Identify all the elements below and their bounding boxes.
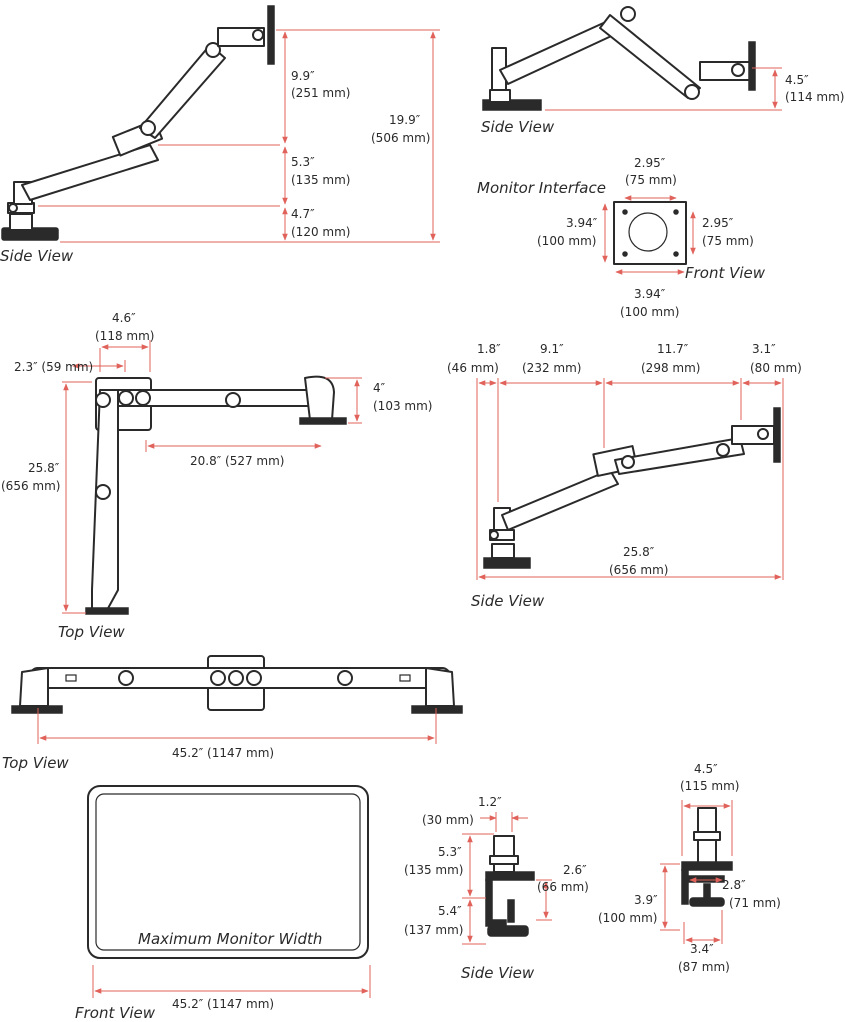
side-view-2: 4.5″ (114 mm) Side View [481, 6, 844, 136]
clamp-front-h-in: 3.9″ [634, 893, 658, 907]
clamp-side-up-mm: (135 mm) [404, 863, 463, 877]
top1-c-in: 4″ [373, 381, 386, 395]
top2-width: 45.2″ (1147 mm) [172, 746, 274, 760]
side-view-1: 9.9″ (251 mm) 5.3″ (135 mm) 4.7″ (120 mm… [0, 5, 440, 265]
vesa-top-mm: (75 mm) [625, 173, 677, 187]
dim-upper-mm: (251 mm) [291, 86, 350, 100]
arm-drawing [11, 655, 463, 714]
clamp-front-w-mm: (115 mm) [680, 779, 739, 793]
clamp-side-grip-in: 2.6″ [563, 863, 587, 877]
arm-drawing [482, 6, 756, 111]
top-view-1: 4.6″ (118 mm) 2.3″ (59 mm) 4″ (103 mm) 2… [1, 311, 432, 641]
clamp-drawing [485, 835, 535, 937]
dim-mid-in: 5.3″ [291, 155, 315, 169]
dim-low-in: 4.7″ [291, 207, 315, 221]
vesa-left-in: 3.94″ [566, 216, 598, 230]
monitor-interface: Monitor Interface 2.95″ (75 mm) 3.94″ (1… [477, 156, 766, 319]
view-label-front-small: Front View [685, 264, 766, 282]
top1-a-mm: (118 mm) [95, 329, 154, 343]
clamp-side-low-in: 5.4″ [438, 904, 462, 918]
view-label-clamp-side: Side View [461, 964, 535, 982]
clamp-side-low-mm: (137 mm) [404, 923, 463, 937]
arm-drawing [483, 407, 781, 569]
clamp-front-view: 4.5″ (115 mm) 3.9″ (100 mm) 2.8″ (71 mm)… [598, 762, 781, 974]
top1-d: 20.8″ (527 mm) [190, 454, 284, 468]
side3-s1-mm: (46 mm) [447, 361, 499, 375]
arm-drawing [1, 5, 275, 241]
clamp-side-view: 1.2″ (30 mm) 5.3″ (135 mm) 2.6″ (66 mm) … [404, 795, 589, 982]
clamp-front-base-mm: (87 mm) [678, 960, 730, 974]
side3-s4-mm: (80 mm) [750, 361, 802, 375]
vesa-left-mm: (100 mm) [537, 234, 596, 248]
view-label-side-2: Side View [481, 118, 555, 136]
top1-e-in: 25.8″ [28, 461, 60, 475]
dim-low-mm: (120 mm) [291, 225, 350, 239]
side3-s3-in: 11.7″ [657, 342, 689, 356]
clamp-front-grip-in: 2.8″ [722, 878, 746, 892]
top1-c-mm: (103 mm) [373, 399, 432, 413]
front-width: 45.2″ (1147 mm) [172, 997, 274, 1011]
dim-height-in: 4.5″ [785, 73, 809, 87]
clamp-side-grip-mm: (66 mm) [537, 880, 589, 894]
vesa-top-in: 2.95″ [634, 156, 666, 170]
side3-s2-in: 9.1″ [540, 342, 564, 356]
side3-s2-mm: (232 mm) [522, 361, 581, 375]
side-view-3: 1.8″ (46 mm) 9.1″ (232 mm) 11.7″ (298 mm… [447, 342, 802, 610]
clamp-front-grip-mm: (71 mm) [729, 896, 781, 910]
vesa-right-mm: (75 mm) [702, 234, 754, 248]
view-label-top-1: Top View [58, 623, 125, 641]
clamp-side-w-in: 1.2″ [478, 795, 502, 809]
clamp-front-w-in: 4.5″ [694, 762, 718, 776]
front-view: Maximum Monitor Width 45.2″ (1147 mm) Fr… [75, 785, 371, 1022]
dim-mid-mm: (135 mm) [291, 173, 350, 187]
side3-s4-in: 3.1″ [752, 342, 776, 356]
dim-height-mm: (114 mm) [785, 90, 844, 104]
side3-s1-in: 1.8″ [477, 342, 501, 356]
view-label-side-3: Side View [471, 592, 545, 610]
monitor-outline [87, 785, 369, 959]
arm-drawing [85, 375, 347, 615]
view-label-top-2: Top View [2, 754, 69, 772]
side3-total-mm: (656 mm) [609, 563, 668, 577]
view-label-side-1: Side View [0, 247, 74, 265]
top-view-2: 45.2″ (1147 mm) Top View [2, 655, 463, 772]
clamp-side-w-mm: (30 mm) [422, 813, 474, 827]
top1-e-mm: (656 mm) [1, 479, 60, 493]
vesa-bottom-mm: (100 mm) [620, 305, 679, 319]
view-label-front: Front View [75, 1004, 156, 1022]
dim-upper-in: 9.9″ [291, 69, 315, 83]
clamp-front-base-in: 3.4″ [690, 942, 714, 956]
max-monitor-width-label: Maximum Monitor Width [138, 930, 322, 948]
top1-b: 2.3″ (59 mm) [14, 360, 93, 374]
dim-total-in: 19.9″ [389, 113, 421, 127]
side3-s3-mm: (298 mm) [641, 361, 700, 375]
monitor-interface-title: Monitor Interface [477, 179, 606, 197]
clamp-front-h-mm: (100 mm) [598, 911, 657, 925]
vesa-bottom-in: 3.94″ [634, 287, 666, 301]
dim-total-mm: (506 mm) [371, 131, 430, 145]
side3-total-in: 25.8″ [623, 545, 655, 559]
clamp-side-up-in: 5.3″ [438, 845, 462, 859]
top1-a-in: 4.6″ [112, 311, 136, 325]
vesa-right-in: 2.95″ [702, 216, 734, 230]
